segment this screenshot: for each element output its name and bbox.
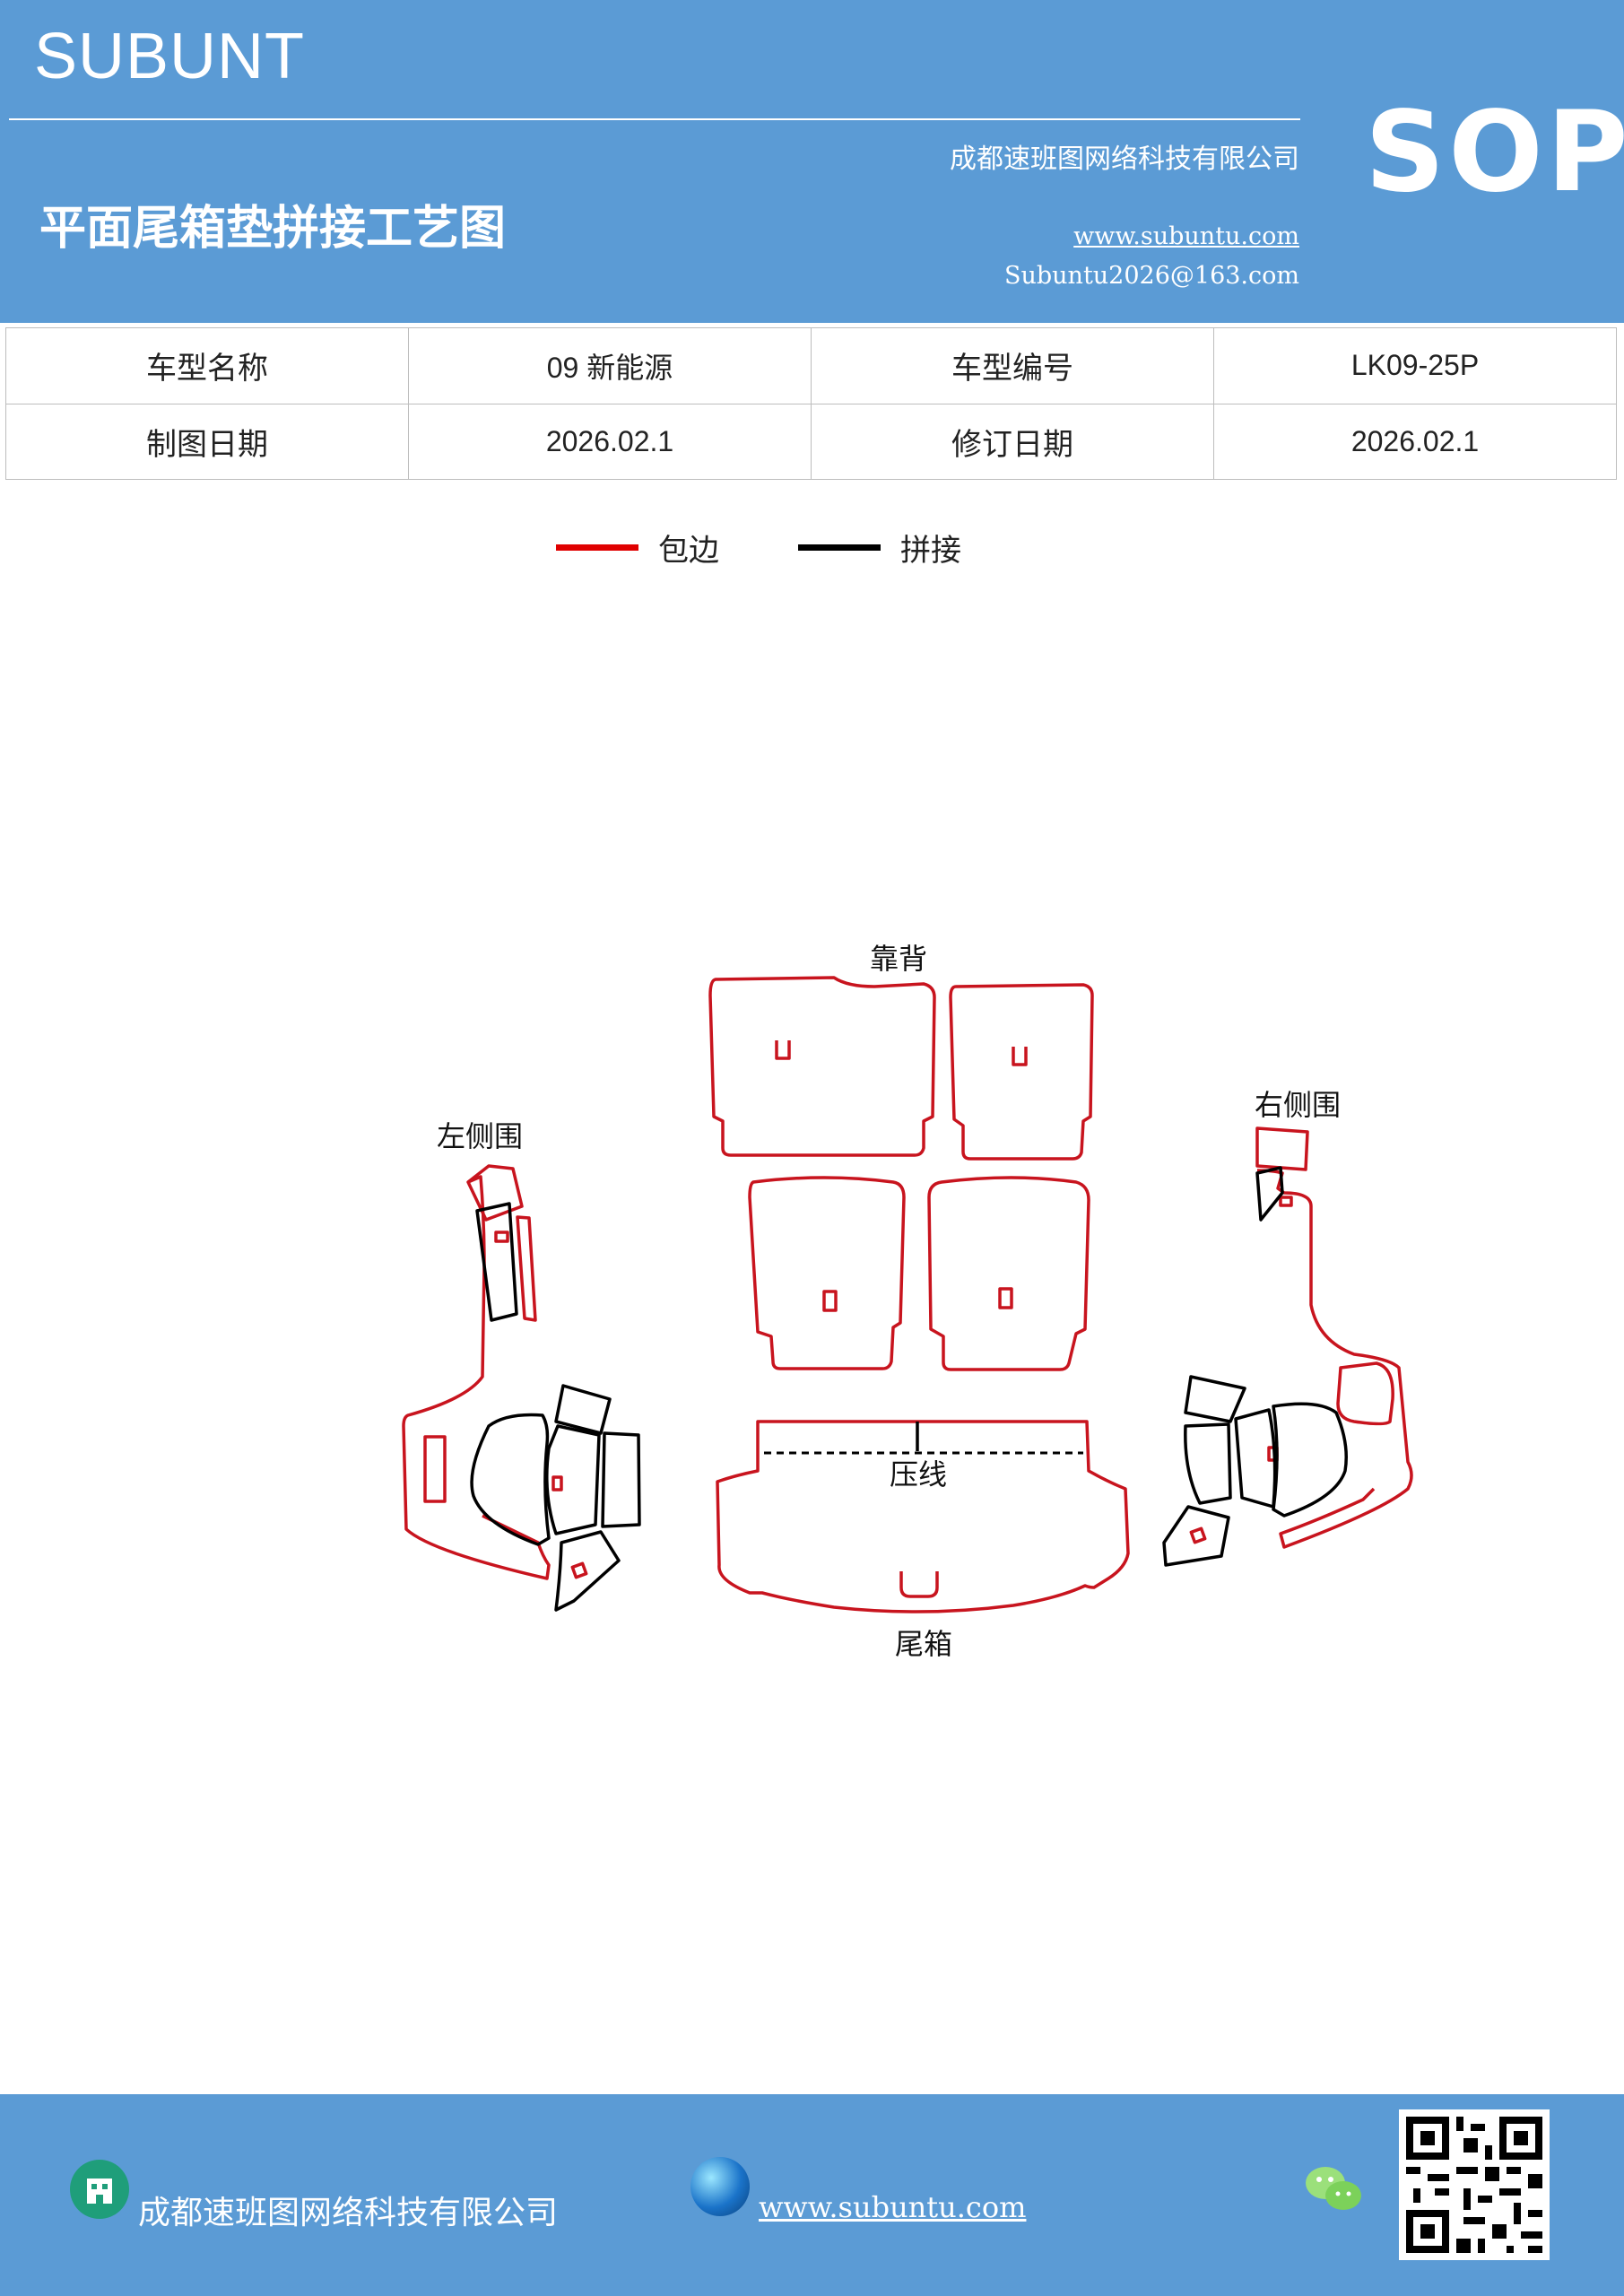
trunk-notch bbox=[899, 1571, 939, 1598]
email-address: Subuntu2026@163.com bbox=[1004, 262, 1299, 290]
right-wheel-arch bbox=[1272, 1402, 1348, 1518]
mount-hole bbox=[822, 1290, 838, 1312]
table-cell: 2026.02.1 bbox=[1213, 403, 1617, 480]
mount-hole bbox=[1279, 1196, 1293, 1207]
label-trunk: 尾箱 bbox=[895, 1627, 952, 1661]
footer-company: 成都速班图网络科技有限公司 bbox=[138, 2195, 559, 2231]
legend-edge-label: 包边 bbox=[658, 532, 719, 569]
footer-website-link[interactable]: www.subuntu.com bbox=[759, 2190, 1027, 2224]
table-row: 制图日期 2026.02.1 修订日期 2026.02.1 bbox=[5, 403, 1617, 480]
label-press-line: 压线 bbox=[890, 1457, 947, 1492]
left-side-upper-strip bbox=[516, 1215, 537, 1322]
mount-hole bbox=[551, 1475, 563, 1492]
label-left-side: 左侧围 bbox=[437, 1119, 523, 1153]
hook-slot bbox=[1012, 1047, 1028, 1066]
legend-splice-label: 拼接 bbox=[900, 532, 961, 569]
wechat-icon bbox=[1306, 2167, 1361, 2210]
table-cell: 09 新能源 bbox=[408, 327, 812, 404]
company-name: 成都速班图网络科技有限公司 bbox=[950, 144, 1299, 175]
right-side-pocket bbox=[1336, 1361, 1394, 1426]
middle-left-piece bbox=[748, 1176, 906, 1370]
sop-mark: SOP bbox=[1365, 88, 1624, 217]
left-side-top-tab bbox=[466, 1164, 524, 1222]
right-splice-piece bbox=[1184, 1422, 1232, 1505]
legend-splice: 拼接 bbox=[798, 525, 961, 570]
right-splice-piece bbox=[1162, 1505, 1230, 1567]
left-splice-piece bbox=[545, 1424, 601, 1535]
brand-name: SUBUNT bbox=[34, 21, 306, 92]
backrest-left-piece bbox=[708, 976, 936, 1157]
legend-edge: 包边 bbox=[556, 525, 719, 570]
mount-hole bbox=[1189, 1526, 1207, 1544]
table-cell: 车型编号 bbox=[811, 327, 1214, 404]
hook-slot bbox=[775, 1040, 791, 1060]
header-banner: SUBUNT 成都速班图网络科技有限公司 平面尾箱垫拼接工艺图 www.subu… bbox=[0, 0, 1624, 323]
table-cell: 2026.02.1 bbox=[408, 403, 812, 480]
right-side-strip bbox=[1255, 1166, 1284, 1222]
left-splice-piece bbox=[554, 1530, 621, 1612]
header-divider bbox=[9, 118, 1300, 120]
building-icon bbox=[70, 2160, 129, 2219]
mount-hole bbox=[570, 1561, 588, 1579]
side-slot bbox=[423, 1435, 447, 1503]
table-cell: 制图日期 bbox=[5, 403, 409, 480]
mount-hole bbox=[998, 1287, 1013, 1309]
right-side-top-tab bbox=[1255, 1126, 1309, 1171]
qr-code[interactable] bbox=[1399, 2109, 1550, 2260]
left-splice-piece bbox=[554, 1384, 612, 1435]
legend-splice-swatch bbox=[798, 544, 881, 551]
legend-edge-swatch bbox=[556, 544, 638, 551]
info-table: 车型名称 09 新能源 车型编号 LK09-25P 制图日期 2026.02.1… bbox=[5, 327, 1617, 480]
left-wheel-arch bbox=[470, 1413, 551, 1546]
backrest-right-piece bbox=[949, 983, 1094, 1161]
right-splice-piece bbox=[1184, 1375, 1246, 1423]
right-side-panel bbox=[1256, 1169, 1413, 1549]
table-cell: 车型名称 bbox=[5, 327, 409, 404]
left-splice-piece bbox=[601, 1431, 641, 1528]
table-cell: 修订日期 bbox=[811, 403, 1214, 480]
middle-right-piece bbox=[927, 1176, 1090, 1371]
document-title: 平面尾箱垫拼接工艺图 bbox=[39, 201, 507, 256]
table-cell: LK09-25P bbox=[1213, 327, 1617, 404]
label-backrest: 靠背 bbox=[870, 942, 927, 976]
website-link[interactable]: www.subuntu.com bbox=[1073, 222, 1299, 250]
right-splice-piece bbox=[1234, 1408, 1277, 1509]
label-right-side: 右侧围 bbox=[1255, 1088, 1341, 1122]
mount-hole bbox=[494, 1231, 509, 1243]
trunk-floor-piece bbox=[716, 1420, 1130, 1613]
left-side-panel bbox=[402, 1175, 551, 1580]
globe-icon bbox=[690, 2157, 750, 2216]
table-row: 车型名称 09 新能源 车型编号 LK09-25P bbox=[5, 327, 1617, 404]
left-side-strip bbox=[475, 1202, 518, 1322]
